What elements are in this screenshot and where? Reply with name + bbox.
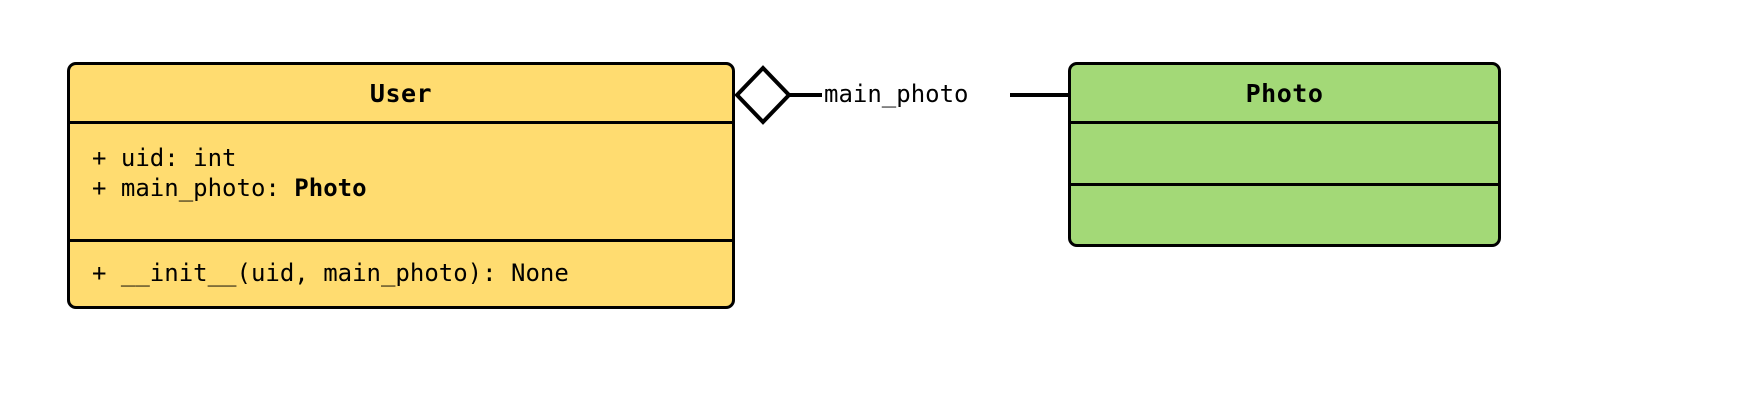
uml-class-user[interactable]: User + uid: int + main_photo: Photo + __… bbox=[67, 62, 735, 309]
class-header-user: User bbox=[70, 65, 732, 121]
class-name-photo: Photo bbox=[1245, 78, 1324, 108]
attributes-compartment-photo bbox=[1071, 121, 1498, 183]
attribute-type: Photo bbox=[294, 174, 367, 202]
methods-compartment-user: + __init__(uid, main_photo): None bbox=[70, 239, 732, 306]
association-label: main_photo bbox=[824, 80, 969, 108]
attributes-compartment-user: + uid: int + main_photo: Photo bbox=[70, 121, 732, 239]
aggregation-diamond-icon bbox=[734, 65, 792, 125]
attribute-row: + uid: int bbox=[92, 144, 237, 172]
class-name-user: User bbox=[369, 78, 433, 108]
method-row: + __init__(uid, main_photo): None bbox=[92, 259, 569, 287]
uml-class-photo[interactable]: Photo bbox=[1068, 62, 1501, 247]
methods-compartment-photo bbox=[1071, 183, 1498, 244]
class-header-photo: Photo bbox=[1071, 65, 1498, 121]
attribute-row: + main_photo: Photo bbox=[92, 173, 732, 203]
attribute-label: + main_photo: bbox=[92, 174, 295, 202]
